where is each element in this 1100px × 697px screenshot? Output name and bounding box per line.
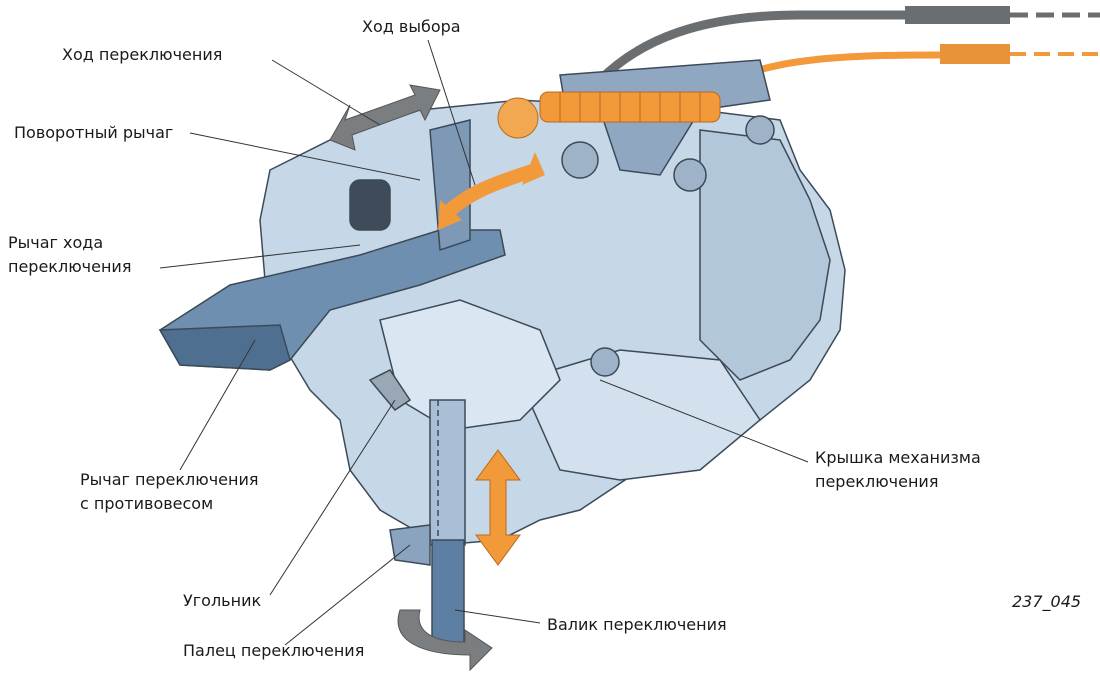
figure-number: 237_045 — [1012, 592, 1082, 611]
label-shift-finger: Палец переключения — [183, 641, 365, 660]
label-counterweight-lever: Рычаг переключения с противовесом — [80, 468, 258, 516]
select-travel-arrow — [438, 152, 545, 230]
shaft-travel-arrow — [475, 449, 521, 566]
label-line-2: переключения — [8, 257, 132, 276]
label-line-1: Крышка механизма — [815, 448, 981, 467]
label-shift-shaft: Валик переключения — [547, 615, 727, 634]
rotation-arrow — [397, 609, 493, 672]
label-angle-bracket: Угольник — [183, 591, 262, 610]
label-line-1: Рычаг переключения — [80, 470, 259, 489]
leader-lines — [159, 39, 809, 646]
label-select-travel: Ход выбора — [362, 17, 461, 36]
label-line-2: с противовесом — [80, 494, 214, 513]
gray-cable — [596, 6, 1100, 84]
shift-shaft — [368, 369, 466, 646]
label-line-1: Рычаг хода — [8, 233, 104, 252]
label-shift-mechanism-cover: Крышка механизма переключения — [815, 446, 981, 494]
orange-spring — [497, 91, 721, 139]
label-shift-travel-lever: Рычаг хода переключения — [8, 231, 131, 279]
gearbox-housing — [259, 99, 846, 546]
shift-travel-arrow — [329, 84, 441, 151]
label-pivot-lever: Поворотный рычаг — [14, 123, 174, 142]
label-line-2: переключения — [815, 472, 939, 491]
label-shift-travel: Ход переключения — [62, 45, 223, 64]
